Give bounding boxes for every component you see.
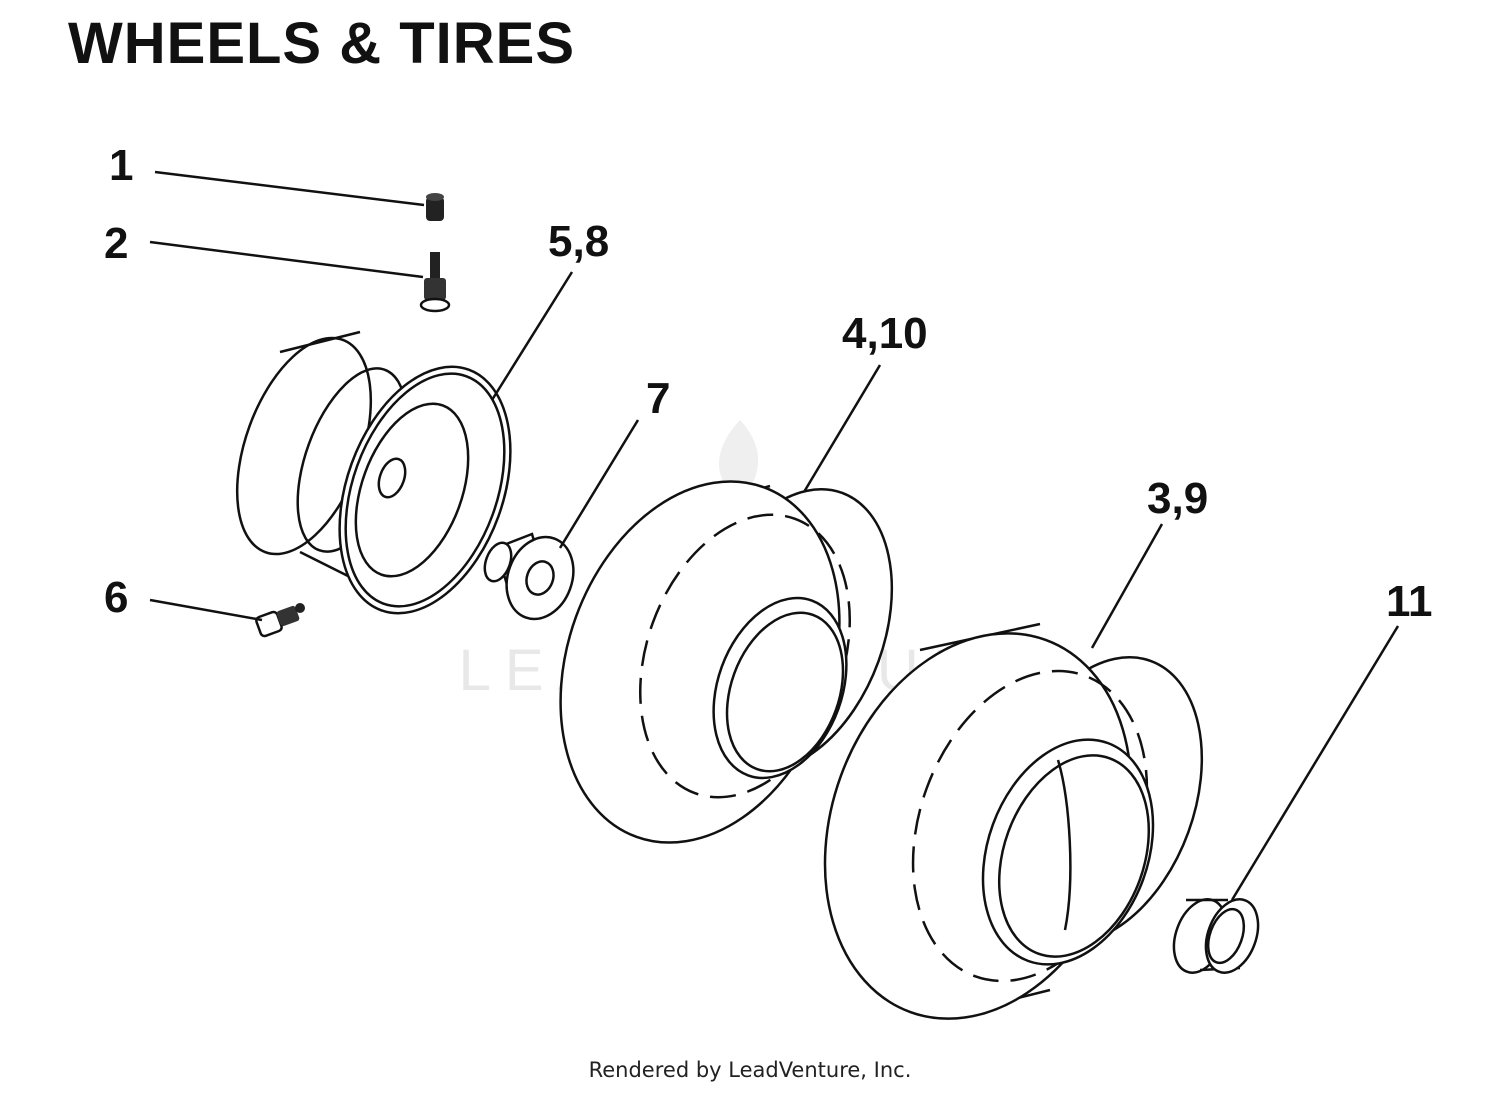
leader-11 bbox=[1230, 625, 1400, 901]
leader-5-8 bbox=[490, 271, 574, 401]
page-title: WHEELS & TIRES bbox=[68, 11, 576, 76]
leader-1 bbox=[154, 170, 425, 207]
leader-2 bbox=[149, 240, 424, 279]
callout-11: 11 bbox=[1386, 577, 1433, 626]
part-hub-cap[interactable] bbox=[1164, 892, 1267, 980]
leader-6 bbox=[149, 598, 263, 622]
callout-4-10: 4,10 bbox=[842, 309, 928, 358]
callout-3-9: 3,9 bbox=[1147, 474, 1208, 523]
footer-credit: Rendered by LeadVenture, Inc. bbox=[588, 1058, 912, 1082]
part-wheel-rim[interactable] bbox=[211, 320, 542, 637]
callout-1: 1 bbox=[109, 141, 133, 190]
callout-7: 7 bbox=[646, 374, 670, 423]
leader-3-9 bbox=[1090, 523, 1164, 649]
leader-7 bbox=[558, 419, 640, 549]
part-bushing[interactable] bbox=[480, 528, 585, 629]
part-valve-stem[interactable] bbox=[419, 252, 451, 313]
callout-2: 2 bbox=[104, 219, 128, 268]
part-grease-fitting[interactable] bbox=[255, 603, 305, 638]
callout-6: 6 bbox=[104, 573, 128, 622]
part-rear-tire[interactable] bbox=[773, 590, 1239, 1062]
part-valve-cap[interactable] bbox=[426, 193, 444, 221]
part-front-tire[interactable] bbox=[512, 442, 928, 882]
callouts: 1 2 5,8 4,10 7 3,9 6 11 bbox=[104, 141, 1433, 626]
callout-5-8: 5,8 bbox=[548, 217, 609, 266]
leader-4-10 bbox=[802, 364, 882, 493]
leader-lines bbox=[149, 170, 1400, 901]
